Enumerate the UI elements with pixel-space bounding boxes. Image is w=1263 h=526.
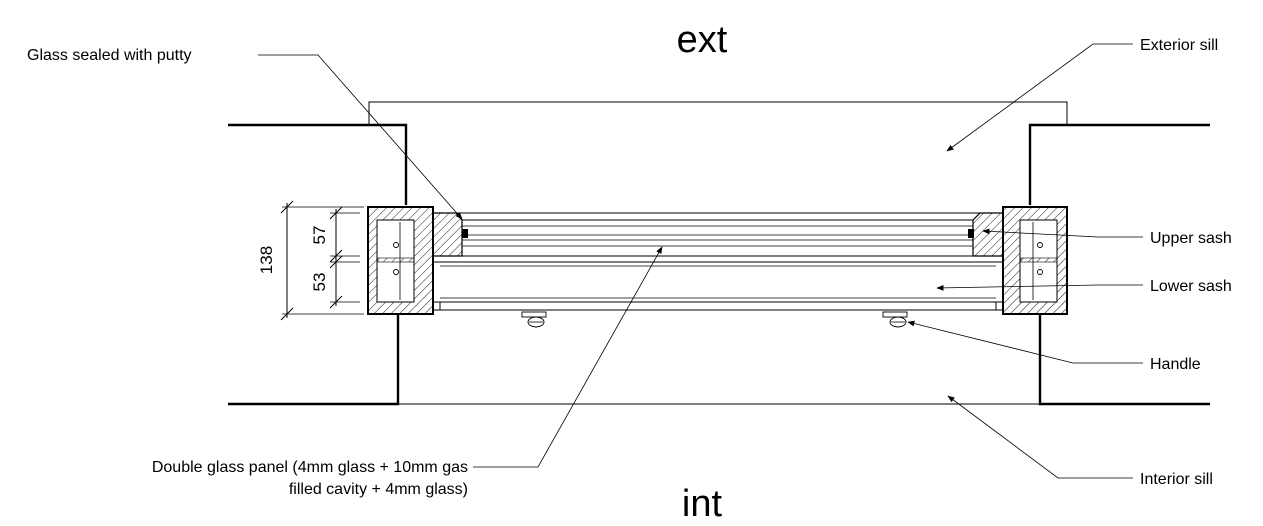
- dimension-total: 138: [257, 246, 276, 274]
- interior-label: int: [682, 483, 723, 525]
- leader-lines: [258, 43, 1143, 479]
- lower-sash-label: Lower sash: [1150, 278, 1232, 295]
- double-glass-label-line2: filled cavity + 4mm glass): [289, 481, 468, 498]
- upper-sash: [432, 212, 1004, 257]
- handle-label: Handle: [1150, 356, 1201, 373]
- dimension-lines: [280, 200, 364, 321]
- upper-sash-label: Upper sash: [1150, 230, 1232, 247]
- handle-right: [882, 311, 908, 328]
- putty-right: [968, 229, 974, 238]
- exterior-label: ext: [677, 19, 728, 61]
- dimension-lower: 53: [310, 273, 329, 292]
- double-glass-label-line1: Double glass panel (4mm glass + 10mm gas: [152, 459, 468, 476]
- lower-sash: [432, 261, 1004, 311]
- dimension-upper: 57: [310, 226, 329, 245]
- putty-left: [462, 229, 468, 238]
- left-frame: [367, 206, 434, 315]
- glass-putty-label: Glass sealed with putty: [27, 47, 192, 64]
- handle-left: [521, 311, 547, 328]
- right-frame: [1002, 206, 1068, 315]
- exterior-sill-label: Exterior sill: [1140, 37, 1218, 54]
- exterior-sill: [368, 101, 1068, 125]
- interior-sill-label: Interior sill: [1140, 471, 1213, 488]
